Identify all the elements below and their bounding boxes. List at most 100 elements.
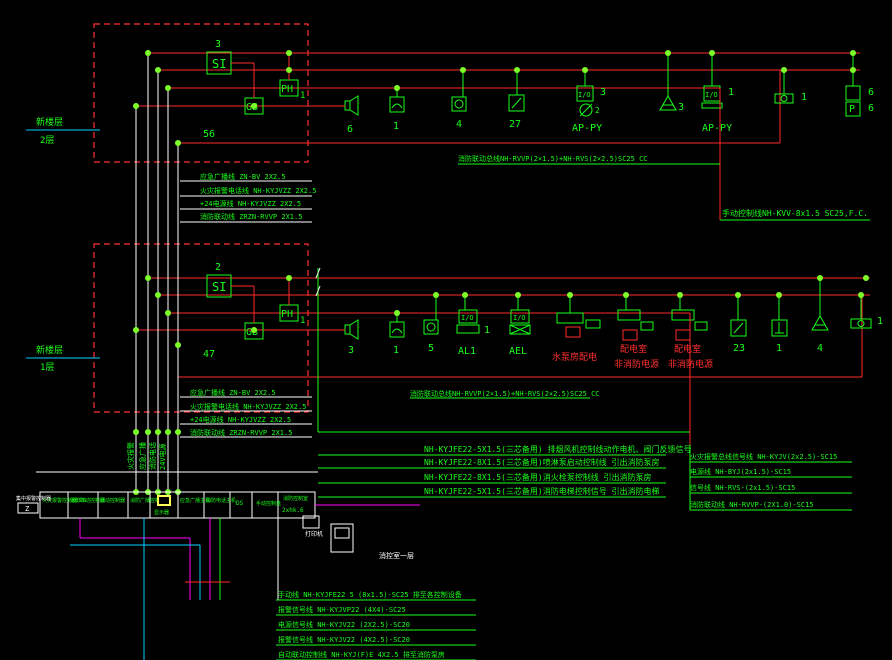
manual-alarm-count: 23 [733,343,745,354]
phone-count: 1 [393,121,399,132]
bottom-cable-label: 报警信号线 NH-KYJV22 (4X2.5)-SC20 [278,635,410,644]
io-label: AEL [509,346,527,357]
junction-node [567,292,573,298]
phone-icon [389,88,405,113]
panel-slot: DS [236,500,244,507]
junction-node [460,67,466,73]
floor-total: 47 [203,349,215,360]
floor-label-sub: 1层 [40,362,54,373]
floor-label: 新楼层 [36,344,63,356]
printer-label: 打印机 [305,530,323,538]
junction-node [175,140,181,146]
junction-node [817,275,823,281]
ph-label: PH [281,84,293,95]
bell-count: 4 [817,343,823,354]
left-label-box [17,502,39,514]
svg-text:I/O: I/O [578,91,591,99]
box-number: 3 [215,39,221,50]
pump-panel-label: 水泵房配电 [552,351,597,363]
left-label-sub: Z [25,505,29,513]
valve-icon [774,70,794,104]
riser-cable-label: 火灾报警电话线 NH-KYJVZZ 2X2.5 [190,402,306,411]
middle-cable-label: NH-KYJFE22-8X1.5(三芯备用)消火栓泵控制线 引出消防泵房 [424,472,652,482]
manual-cable-label: 手动控制线NH-KVV-8x1.5 SC25,F.C. [722,208,868,218]
panel-slot: 联动控制器 [100,497,125,504]
left-label: 集中报警控制器 [16,495,51,502]
right-cable-label: 信号线 NH-RVS-(2x1.5)-SC15 [690,483,795,492]
alarm-bell-icon [811,278,829,331]
io-module-icon: I/O [576,70,594,117]
hydrant-icon [771,295,788,337]
panel-right-box-sub: 2xhk.6 [282,507,304,514]
right-cable-label: 火灾报警总线信号线 NH-KYJV(2x2.5)-SC15 [690,452,837,461]
riser-cable-label: 火灾报警电话线 NH-KYJVZZ 2X2.5 [200,186,316,195]
junction-node [582,67,588,73]
floor-1-dashed-box [93,243,309,413]
vertical-label: 消防电话 [148,442,157,470]
bottom-cable-label: 自动联动控制线 NH-KYJ(F)E 4X2.5 排至消防泵房 [278,650,445,659]
ph-count: 1 [300,91,305,101]
phone-count: 1 [393,345,399,356]
junction-node [858,292,864,298]
pump-top: 6 [868,87,874,98]
right-cable-label: 消防联动线 NH-RVVP-(2X1.0)-SC15 [690,500,814,509]
junction-node [433,292,439,298]
panel-slot: 手动控制盘 [256,500,281,507]
junction-node [145,429,151,435]
riser: 应急广播线 ZN-BV 2X2.5 火灾报警电话线 NH-KYJVZZ 2X2.… [126,53,691,495]
panel-right-box: 消防控制室 [283,495,308,502]
bottom-cable-label: 电源信号线 NH-KYJV22 (2X2.5)-SC20 [278,620,410,629]
distribution-label-2: 非消防电源 [614,358,659,370]
distribution-label: 配电室 [620,343,647,355]
junction-node [133,429,139,435]
riser-cable-label: 应急广播线 ZN-BV 2X2.5 [200,172,286,181]
smoke-count: 5 [428,343,434,354]
junction-node [623,292,629,298]
panel-slot: 应急广播主机 [180,497,210,504]
junction-node [394,310,400,316]
junction-node [165,310,171,316]
box-number: 2 [215,262,221,273]
riser-cable-label: 应急广播线 ZN-BV 2X2.5 [190,388,276,397]
valve-icon [850,295,872,329]
ph-label: PH [281,309,293,320]
room-label: 消控室一层 [379,551,414,560]
svg-text:I/O: I/O [513,314,526,322]
junction-node [776,292,782,298]
bus-cable-label: 消防联动总线NH-RVVP(2×1.5)+NH-RVS(2×2.5)SC25 C… [458,154,648,163]
middle-cable-label: NH-KYJFE22-5X1.5(三芯备用)消防电梯控制信号 引出消防电梯 [424,486,660,496]
panel-slot: 消防广播控制器 [130,497,165,504]
pump-sub: 6 [868,103,874,114]
floor-label-sub: 2层 [40,135,54,146]
right-cable-label: 电源线 NH-BYJ(2x1.5)-SC15 [690,467,791,476]
svg-text:I/O: I/O [461,314,474,322]
middle-cable-label: NH-KYJFE22-5X1.5(三芯备用) 排烟风机控制线动作电机、阀门反馈信… [424,444,692,454]
io-top: 3 [600,87,606,98]
junction-node [145,50,151,56]
panel-slot: 消防电话主机 [206,497,236,504]
io-label: AP-PY [572,123,602,134]
valve-count: 1 [877,316,883,327]
svg-text:I/O: I/O [705,91,718,99]
bottom-cable-label: 报警信号线 NH-KYJVP22 (4X4)-SC25 [278,605,406,614]
gb-label: GB [246,327,258,338]
io-module-icon: I/O [456,295,480,334]
floor-label: 新楼层 [36,116,63,128]
distribution-label-2: 非消防电源 [668,358,713,370]
io-top: 1 [728,87,734,98]
junction-node [286,50,292,56]
manual-alarm-icon [730,295,747,337]
vertical-label: 24V电源 [158,443,167,470]
manual-alarm-count: 27 [509,119,521,130]
junction-node [514,67,520,73]
floor-2-zone: SI 3 PH 1 GB 56 新楼层 2层 6 1 [26,23,874,221]
io-module-icon: I/O [701,53,723,220]
junction-node [286,67,292,73]
junction-node [155,67,161,73]
alarm-bell-icon [659,53,677,111]
vertical-label: 应急广播 [138,442,147,470]
vertical-label: 火灾报警 [126,442,135,470]
junction-node [462,292,468,298]
io-label: AL1 [458,346,476,357]
